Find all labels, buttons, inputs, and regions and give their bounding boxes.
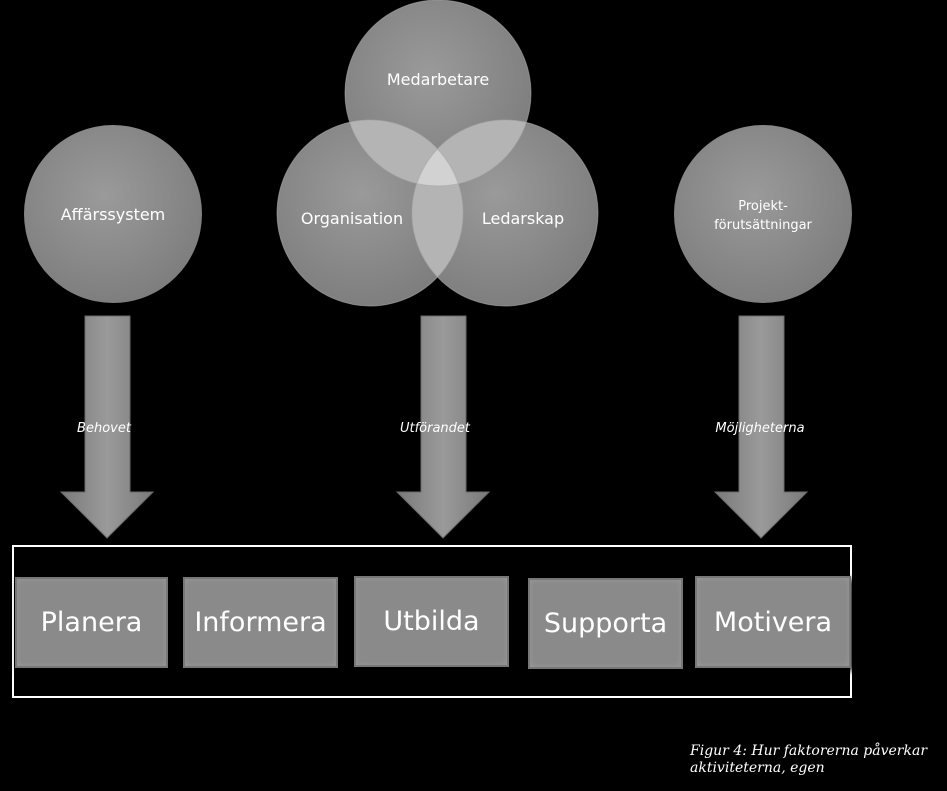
flow-label-utforandet: Utförandet	[400, 421, 471, 436]
activity-supporta: Supporta	[528, 578, 683, 669]
figure-caption: Figur 4: Hur faktorerna påverkar aktivit…	[690, 743, 940, 777]
arrow-mojligheterna	[713, 315, 809, 539]
caption-line2: aktiviteterna, egen	[690, 760, 825, 776]
label-organisation: Organisation	[301, 209, 403, 228]
activity-motivera: Motivera	[695, 576, 851, 668]
circle-projektforutsattningar	[674, 125, 852, 303]
flow-label-behovet: Behovet	[77, 421, 132, 436]
activity-utbilda: Utbilda	[354, 576, 509, 667]
arrow-utforandet	[395, 315, 491, 539]
circle-affarssystem	[24, 125, 202, 303]
activity-planera: Planera	[15, 577, 168, 668]
label-projekt-line2: förutsättningar	[714, 218, 812, 233]
flow-label-mojligheterna: Möjligheterna	[715, 421, 804, 436]
activities-frame	[12, 545, 852, 698]
arrow-behovet	[59, 315, 155, 539]
activity-informera: Informera	[183, 577, 338, 668]
label-projekt-line1: Projekt-	[738, 199, 788, 214]
label-affarssystem: Affärssystem	[61, 205, 166, 224]
label-medarbetare: Medarbetare	[387, 70, 489, 89]
caption-line1: Figur 4: Hur faktorerna påverkar	[690, 743, 928, 759]
label-ledarskap: Ledarskap	[482, 209, 564, 228]
